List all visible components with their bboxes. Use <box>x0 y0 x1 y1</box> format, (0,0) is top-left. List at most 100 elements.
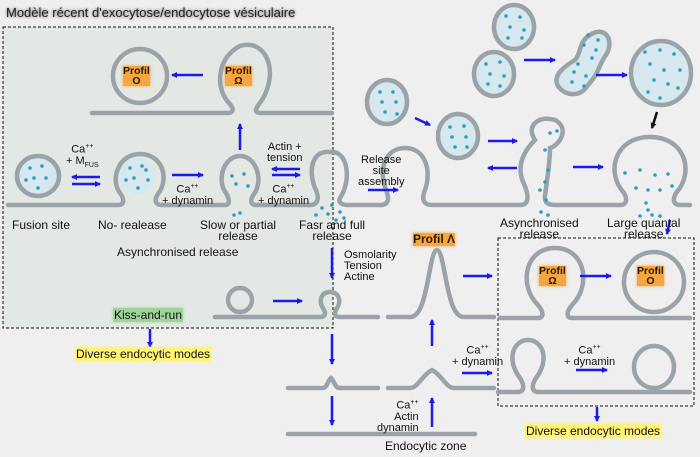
endocytic-zone-label: Endocytic zone <box>385 439 467 453</box>
vesicle-profil-o-top <box>110 46 170 106</box>
membrane-right-omega <box>497 245 693 321</box>
vesicle-top-1 <box>491 2 537 52</box>
dot <box>234 182 238 186</box>
ca-charge: ++ <box>85 143 94 150</box>
ca-dynamin-label-2: Ca+++ dynamin <box>258 181 309 207</box>
tension-line: Tension <box>344 260 382 272</box>
dot <box>486 82 490 86</box>
release-line: Release <box>361 154 402 166</box>
dynamin-text: + dynamin <box>162 194 214 207</box>
actin-line: Actin + <box>267 141 302 153</box>
arrow-large-vesicle-down <box>650 111 659 129</box>
slow-release-line-1: Slow or partial <box>200 218 277 232</box>
dot <box>36 186 40 190</box>
ca-text: Ca <box>71 143 86 156</box>
profil-o-letter: O <box>132 75 141 87</box>
assembly-line: assembly <box>358 176 405 188</box>
dot <box>582 43 586 47</box>
ca-dynamin-label-1: Ca++ + dynamin <box>162 181 213 207</box>
arrows <box>71 57 672 427</box>
dot <box>383 110 387 114</box>
dot <box>24 178 28 182</box>
fus-sub: FUS <box>84 161 99 169</box>
dot <box>596 38 600 42</box>
fusion-site-label: Fusion site <box>12 218 71 232</box>
profil-lambda-tag: Profil Λ <box>413 232 456 246</box>
profil-omega-letter: Ω <box>234 75 243 87</box>
ca-charge: ++ <box>592 344 601 351</box>
profil-label: Profil <box>539 265 566 277</box>
dot <box>658 96 662 100</box>
actin-tension-label: Actin +tension <box>267 142 302 164</box>
filled-vesicles <box>120 2 694 195</box>
ca-charge: ++ <box>410 399 419 406</box>
diverse-modes-region <box>497 237 695 407</box>
dot <box>646 188 650 192</box>
dot <box>144 168 148 172</box>
dot <box>646 208 650 212</box>
dot <box>518 15 522 19</box>
dot <box>538 188 542 192</box>
dot <box>124 178 128 182</box>
membrane-lower-left <box>285 375 381 391</box>
page-title: Modèle récent d'exocytose/endocytose vés… <box>6 5 296 20</box>
profil-o-letter: O <box>646 275 655 287</box>
dot <box>146 178 150 182</box>
vesicle-top-2 <box>471 49 517 99</box>
membrane-top-omega <box>89 42 335 116</box>
dot <box>453 145 457 149</box>
vesicle-kiss-and-run <box>225 285 255 315</box>
dot <box>555 129 559 133</box>
async-release-left-label: Asynchronised release <box>117 245 239 259</box>
dot <box>232 213 236 217</box>
dot <box>570 80 574 84</box>
dynamin-text: + dynamin <box>564 355 616 368</box>
dot <box>450 135 454 139</box>
slow-release-line-2: release <box>218 229 258 243</box>
vesicle-fusion-site <box>14 153 62 199</box>
dot <box>462 124 466 128</box>
dynamin-text: + dynamin <box>452 355 504 368</box>
ca-text: Ca <box>176 183 191 196</box>
dot <box>132 176 136 180</box>
dot <box>314 213 318 217</box>
dot <box>572 70 576 74</box>
ca-charge: ++ <box>286 183 295 190</box>
dot <box>643 50 647 54</box>
dot <box>672 52 676 56</box>
vesicle-no-release <box>120 157 156 195</box>
dot <box>28 166 32 170</box>
dot <box>546 213 550 217</box>
dot <box>32 176 36 180</box>
dot <box>242 172 246 176</box>
membranes <box>5 42 693 437</box>
dot <box>326 212 330 216</box>
ca-dynamin-label-4: Ca+++ dynamin <box>564 342 615 368</box>
dot <box>544 198 548 202</box>
dot <box>464 135 468 139</box>
kiss-and-run-tag: Kiss-and-run <box>113 308 184 322</box>
dot <box>465 145 469 149</box>
fast-release-line-2: release <box>312 229 352 243</box>
dot <box>140 164 144 168</box>
ca-charge: ++ <box>190 183 199 190</box>
dot <box>498 60 502 64</box>
dot <box>546 168 550 172</box>
dot <box>136 186 140 190</box>
dot <box>488 72 492 76</box>
dot <box>623 171 627 175</box>
vesicle-center <box>435 111 481 161</box>
async-line-1: Asynchronised <box>500 216 579 230</box>
dynamin-line: dynamin <box>377 421 419 434</box>
dot <box>670 184 674 188</box>
dot <box>128 166 132 170</box>
vesicle-large <box>628 38 694 108</box>
dot <box>502 74 506 78</box>
